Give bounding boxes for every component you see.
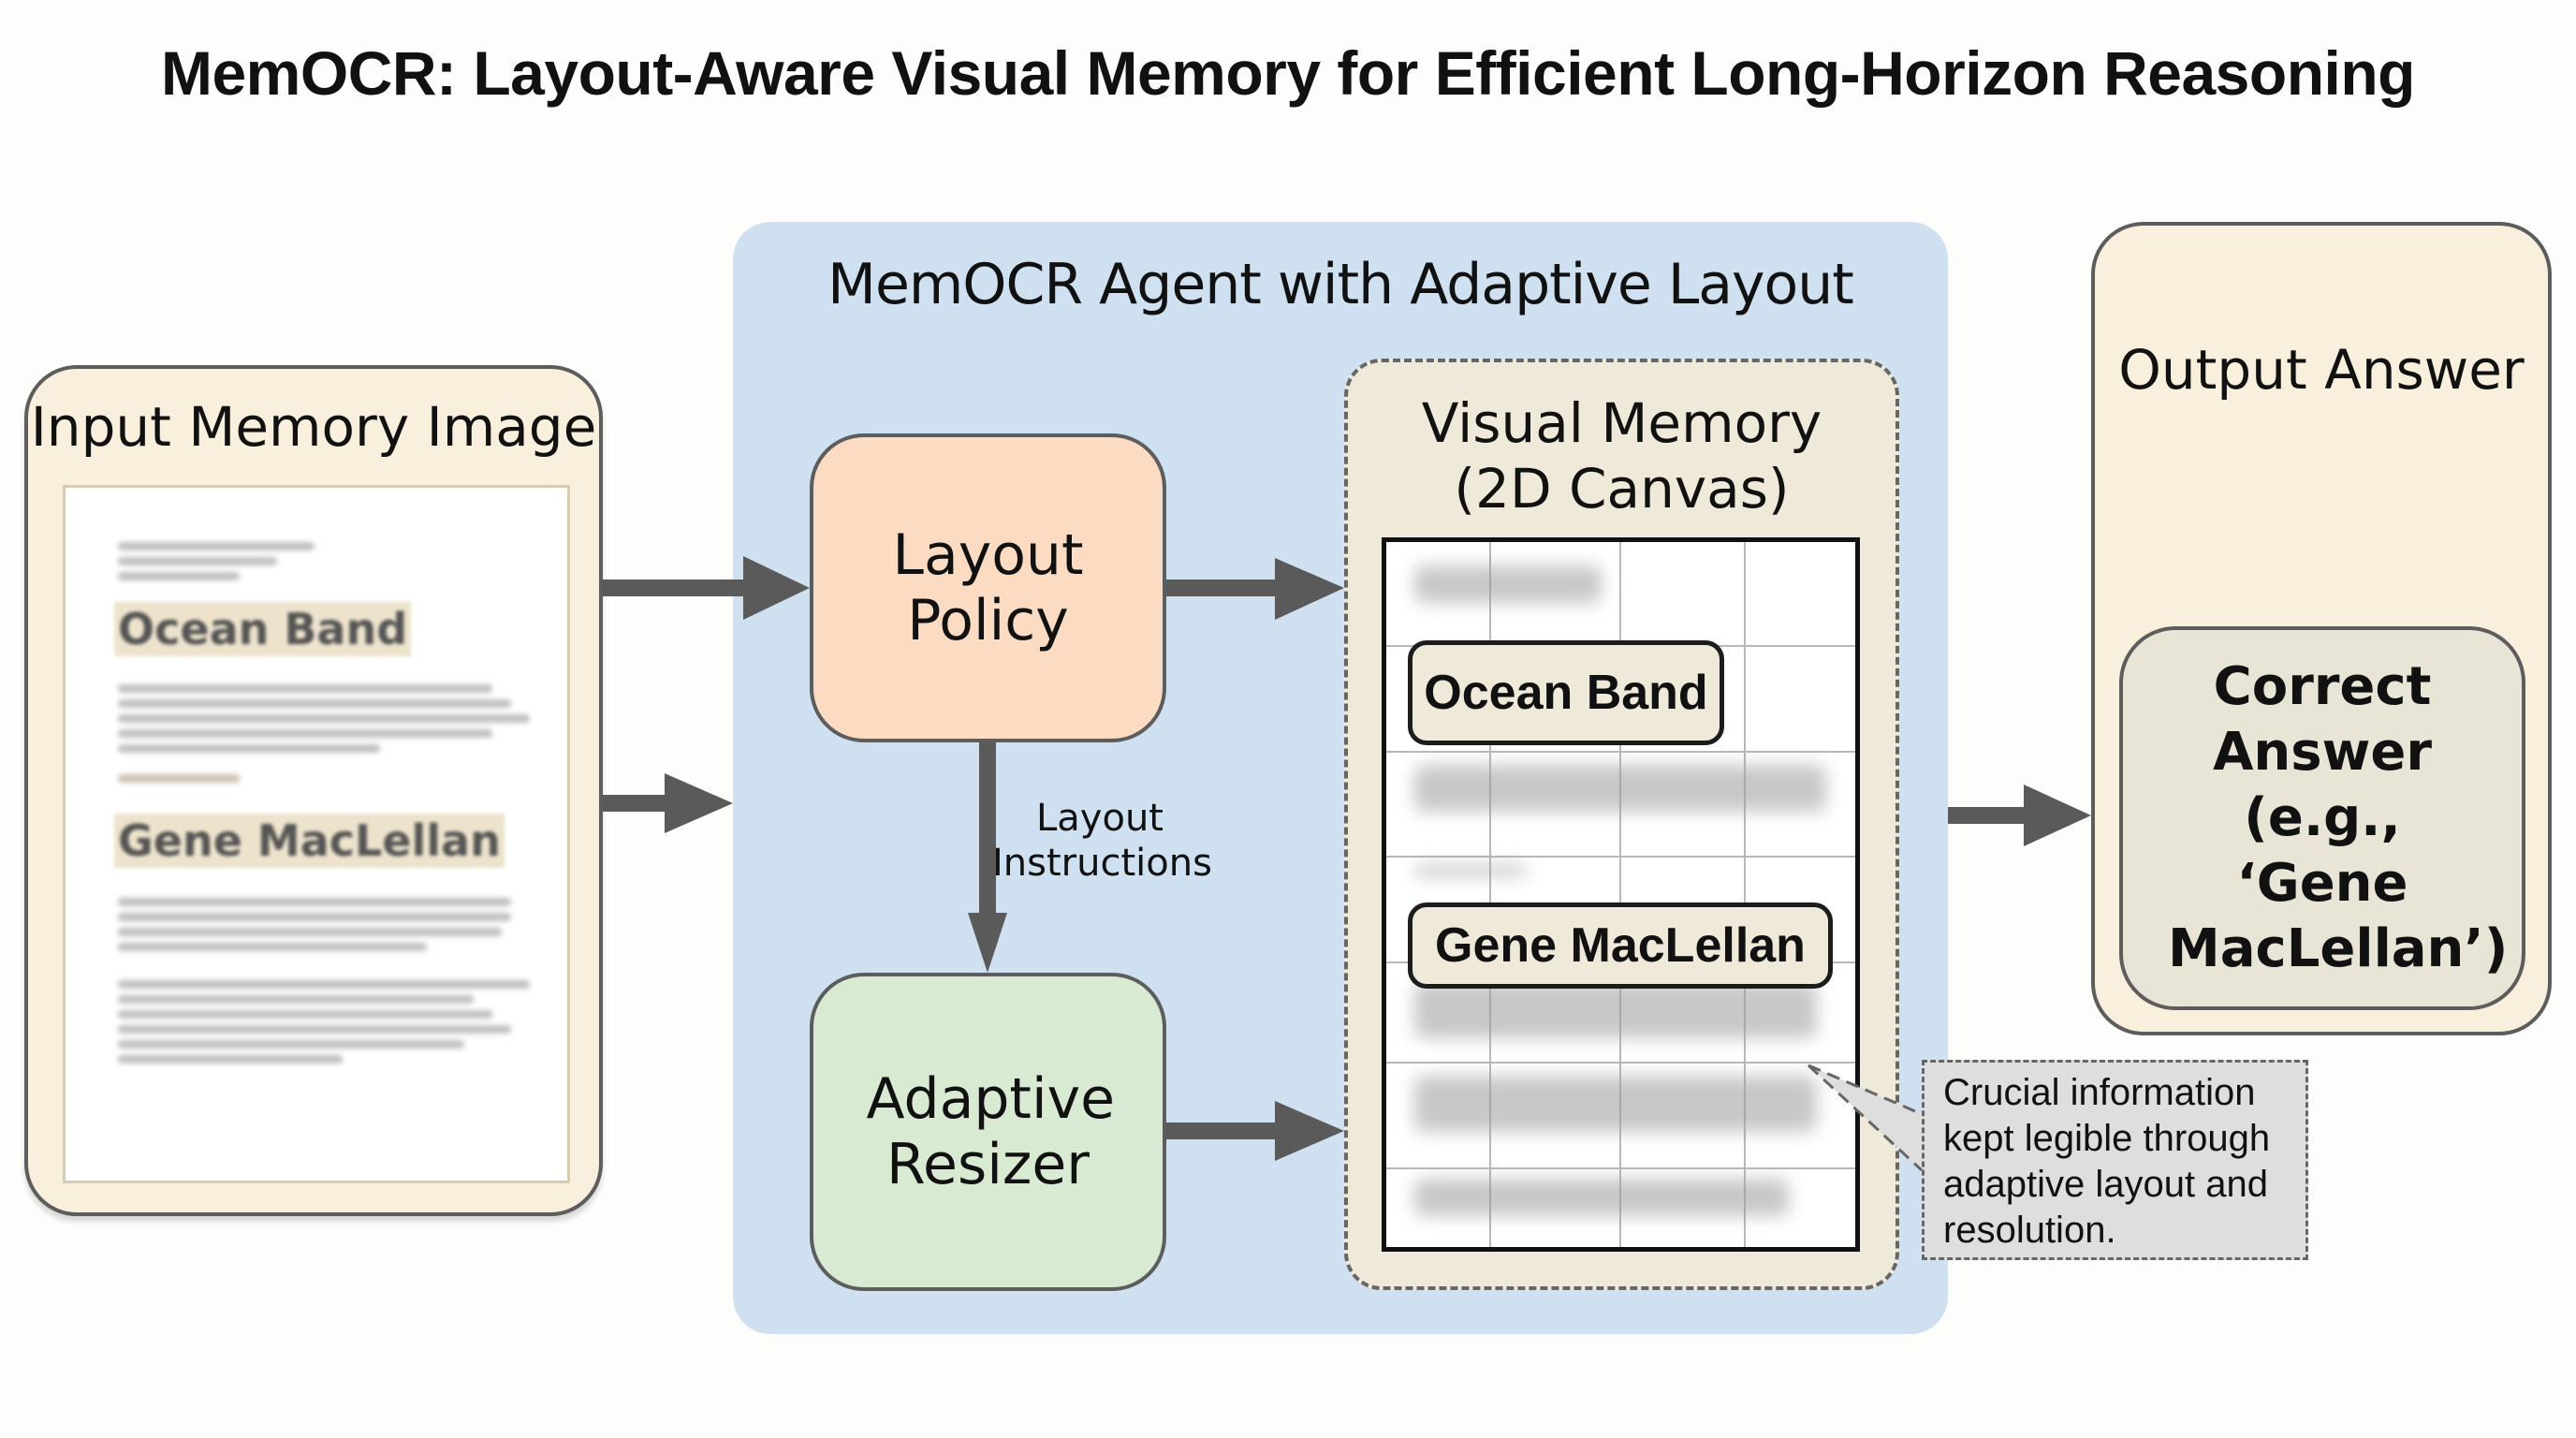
adaptive-resizer-node: Adaptive Resizer: [810, 973, 1166, 1291]
output-answer-title: Output Answer: [2118, 338, 2525, 402]
document-subheading: [118, 774, 240, 783]
memory-chip-gene-maclellan: Gene MacLellan: [1408, 902, 1833, 989]
input-memory-image-box: Input Memory Image Ocean Band Gene MacLe…: [24, 365, 603, 1216]
arrow-input-to-agent: [603, 773, 733, 833]
visual-memory-title: Visual Memory (2D Canvas): [1348, 390, 1895, 521]
layout-policy-node: Layout Policy: [810, 433, 1166, 742]
input-memory-title: Input Memory Image: [30, 395, 597, 459]
output-answer-box: Output Answer Correct Answer (e.g., ‘Gen…: [2091, 222, 2552, 1035]
document-heading-gene-maclellan: Gene MacLellan: [114, 814, 505, 868]
arrow-policy-to-memory: [1166, 558, 1344, 620]
input-document: Ocean Band Gene MacLellan: [63, 485, 570, 1183]
correct-answer-label: Correct Answer (e.g., ‘Gene MacLellan’): [2168, 656, 2509, 979]
arrow-policy-to-resizer: [968, 742, 1007, 973]
correct-answer-node: Correct Answer (e.g., ‘Gene MacLellan’): [2119, 626, 2525, 1010]
document-heading-ocean-band: Ocean Band: [114, 602, 412, 656]
visual-memory-title-line2: (2D Canvas): [1454, 457, 1790, 521]
diagram-title: MemOCR: Layout-Aware Visual Memory for E…: [161, 38, 2415, 108]
agent-panel-title: MemOCR Agent with Adaptive Layout: [827, 252, 1854, 317]
adaptive-resizer-label: Adaptive Resizer: [866, 1066, 1116, 1197]
legibility-callout: Crucial information kept legible through…: [1922, 1060, 2308, 1260]
arrow-agent-to-output: [1948, 785, 2091, 846]
visual-memory-title-line1: Visual Memory: [1421, 391, 1822, 455]
layout-policy-label: Layout Policy: [892, 522, 1084, 653]
callout-pointer: [1807, 1064, 1924, 1172]
layout-instructions-label: Layout Instructions: [992, 797, 1212, 885]
arrow-input-to-policy: [603, 556, 810, 620]
arrow-resizer-to-memory: [1166, 1101, 1344, 1161]
memory-chip-ocean-band: Ocean Band: [1408, 640, 1724, 745]
